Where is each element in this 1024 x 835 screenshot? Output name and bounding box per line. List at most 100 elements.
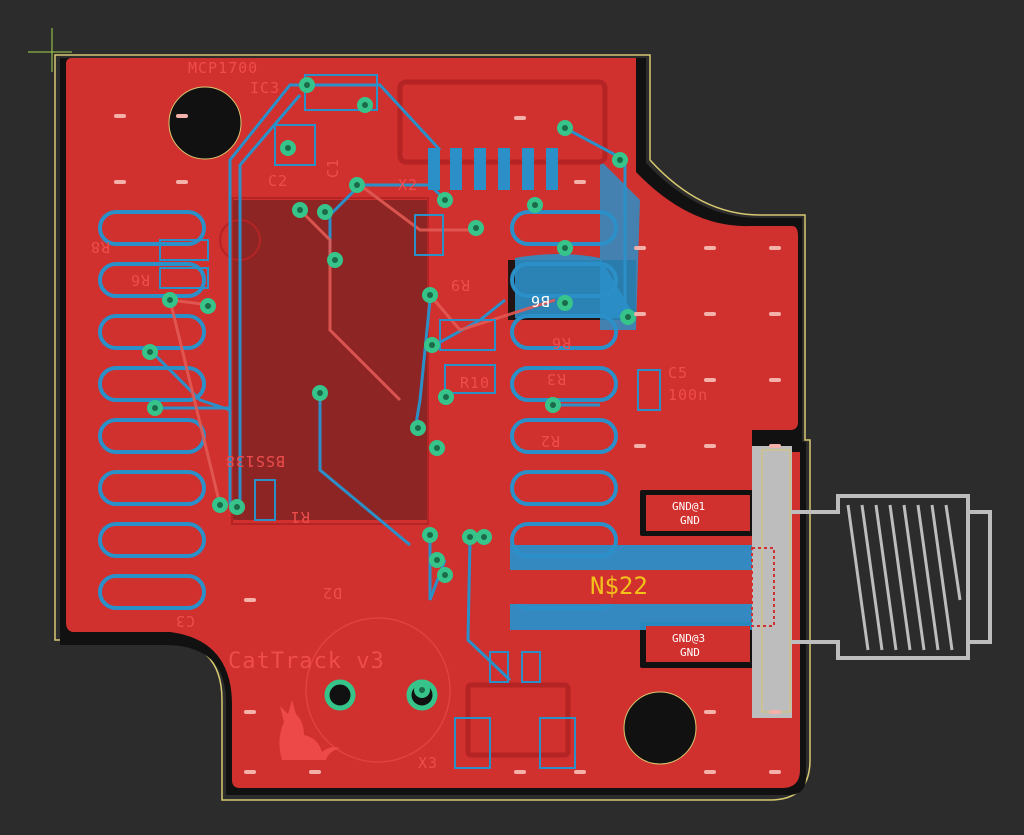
module-pad-right (510, 314, 618, 350)
stitch-mark (634, 312, 646, 316)
stitch-mark (769, 770, 781, 774)
stitch-mark (634, 246, 646, 250)
board-title: CatTrack v3 (228, 649, 385, 674)
via-drill (562, 125, 568, 131)
stitch-mark (514, 116, 526, 120)
ic-ref-label: IC3 (250, 79, 280, 97)
module-pad-left (98, 366, 206, 402)
r10-label: R10 (460, 374, 490, 392)
via-drill (442, 197, 448, 203)
origin-crosshair (28, 28, 72, 72)
d2-label: D2 (322, 584, 342, 602)
stitch-mark (244, 598, 256, 602)
via-drill (217, 502, 223, 508)
via-drill (354, 182, 360, 188)
stitch-mark (704, 246, 716, 250)
antenna-switch-pads (454, 651, 576, 769)
header-footprint (397, 79, 608, 190)
stitch-mark (769, 378, 781, 382)
r6-bottom-label: R6 (130, 271, 150, 289)
vias (142, 77, 636, 698)
c5-value-label: 100n (668, 386, 708, 404)
stitch-mark (574, 770, 586, 774)
coin-cell-outline (305, 617, 451, 763)
r3-label: R3 (546, 370, 566, 388)
stitch-mark (704, 710, 716, 714)
via-drill (152, 405, 158, 411)
via-drill (481, 534, 487, 540)
mounting-hole-top-left (168, 86, 242, 160)
module-pad-right (510, 418, 618, 454)
via-drill (322, 209, 328, 215)
via-drill (167, 297, 173, 303)
stitch-mark (704, 770, 716, 774)
c3-label: C3 (175, 612, 195, 630)
r9-label: R9 (450, 276, 470, 294)
via-drill (550, 402, 556, 408)
via-drill (473, 225, 479, 231)
module-pad-left (98, 470, 206, 506)
via-drill (297, 207, 303, 213)
stitch-mark (514, 770, 526, 774)
svg-text:GND: GND (680, 514, 700, 527)
sma-signal-pad: N$22 (510, 547, 775, 627)
via-drill (205, 303, 211, 309)
svg-text:GND@3: GND@3 (672, 632, 705, 645)
stitch-mark (574, 180, 586, 184)
via-drill (147, 349, 153, 355)
via-drill (332, 257, 338, 263)
c5-label: C5 (668, 364, 688, 382)
stitch-mark (309, 770, 321, 774)
via-drill (532, 202, 538, 208)
stitch-mark (634, 444, 646, 448)
via-drill (317, 390, 323, 396)
svg-text:GND: GND (680, 646, 700, 659)
stitch-mark (704, 312, 716, 316)
c1-label: C1 (324, 158, 342, 178)
via-drill (362, 102, 368, 108)
module-pad-right (510, 366, 618, 402)
stitch-mark (244, 770, 256, 774)
via-drill (443, 394, 449, 400)
stitch-mark (769, 312, 781, 316)
b6-label: B6 (530, 292, 550, 310)
bss-label: BSS138 (225, 452, 285, 470)
stitch-mark (176, 114, 188, 118)
via-drill (285, 145, 291, 151)
stitch-mark (704, 378, 716, 382)
module-pad-right (510, 522, 618, 558)
sma-gnd-pad-1: GND@1 GND (646, 495, 750, 531)
mounting-hole-bottom-right (623, 691, 697, 765)
stitching-marks (114, 114, 781, 774)
r6-mid-label: R6 (551, 334, 571, 352)
via-drill (442, 572, 448, 578)
stitch-mark (176, 180, 188, 184)
via-drill (625, 314, 631, 320)
module-pad-right (510, 470, 618, 506)
cat-logo-icon (279, 700, 340, 760)
r2-label: R2 (540, 432, 560, 450)
via-drill (467, 534, 473, 540)
via-drill (562, 300, 568, 306)
via-drill (415, 425, 421, 431)
via-drill (304, 82, 310, 88)
x2-label: X2 (398, 176, 418, 194)
module-pad-left (98, 210, 206, 246)
via-drill (427, 532, 433, 538)
via-drill (427, 292, 433, 298)
module-pad-left (98, 574, 206, 610)
sma-connector (752, 446, 992, 718)
via-drill (434, 445, 440, 451)
ic-value-label: MCP1700 (188, 59, 258, 77)
via-drill (434, 557, 440, 563)
stitch-mark (769, 444, 781, 448)
svg-text:GND@1: GND@1 (672, 500, 705, 513)
sma-gnd-pad-3: GND@3 GND (646, 626, 750, 662)
stitch-mark (704, 444, 716, 448)
stitch-mark (114, 180, 126, 184)
stitch-mark (769, 246, 781, 250)
via-drill (617, 157, 623, 163)
smd-footprints (159, 74, 661, 521)
x3-label: X3 (418, 754, 438, 772)
